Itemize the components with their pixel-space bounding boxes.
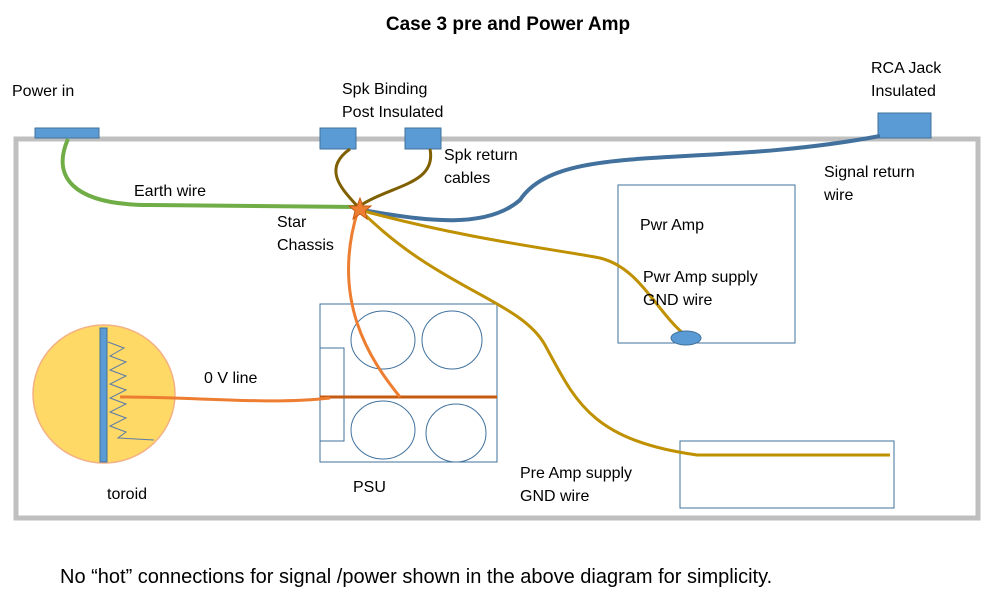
spk-binding-post-1 [319, 127, 357, 150]
psu-to-star-wire [347, 209, 402, 398]
pwr-amp-supply-label: Pwr Amp supply GND wire [643, 269, 762, 309]
earth-wire [60, 138, 359, 209]
star-chassis-point [347, 196, 373, 221]
power-in-label: Power in [12, 83, 74, 100]
chassis-outline [13, 136, 981, 521]
toroid-winding [107, 341, 155, 441]
pwr-amp-gnd-wire [359, 208, 686, 337]
signal-return-label-line1: Signal return [824, 164, 915, 181]
rca-jack-label-line1: RCA Jack [871, 60, 942, 77]
star-chassis-label-line2: Chassis [277, 237, 334, 254]
toroid-label: toroid [107, 486, 147, 503]
pwr-amp-supply-label-line2: GND wire [643, 292, 712, 309]
power-in-connector [34, 127, 100, 139]
toroid-transformer [32, 324, 176, 464]
star-chassis-label: Star Chassis [277, 214, 334, 254]
psu-label: PSU [353, 479, 386, 496]
psu-capacitor-3 [350, 400, 416, 460]
psu-block [319, 303, 498, 463]
pre-amp-supply-label-line1: Pre Amp supply [520, 465, 632, 482]
spk-return-cable-1 [334, 147, 360, 208]
pre-amp-supply-label-line2: GND wire [520, 488, 589, 505]
toroid-core [99, 327, 108, 463]
psu-rectifier [319, 347, 345, 442]
spk-binding-label-line1: Spk Binding [342, 81, 427, 98]
pwr-amp-gnd-point [670, 330, 702, 346]
spk-return-cable-2 [357, 148, 433, 209]
spk-return-label: Spk return cables [444, 147, 522, 187]
signal-return-label: Signal return wire [823, 164, 919, 204]
pre-amp-supply-label: Pre Amp supply GND wire [520, 465, 637, 505]
psu-capacitor-4 [425, 403, 487, 463]
spk-binding-label-line2: Post Insulated [342, 104, 443, 121]
diagram-title: Case 3 pre and Power Amp [386, 14, 630, 35]
star-chassis-label-line1: Star [277, 214, 307, 231]
pre-amp-box [679, 440, 895, 509]
earth-wire-label: Earth wire [134, 183, 206, 200]
rca-jack-label-line2: Insulated [871, 83, 936, 100]
pwr-amp-box [617, 184, 796, 344]
spk-binding-label: Spk Binding Post Insulated [342, 81, 443, 121]
signal-return-wire [359, 134, 881, 223]
spk-return-label-line2: cables [444, 170, 490, 187]
spk-return-label-line1: Spk return [444, 147, 518, 164]
signal-return-label-line2: wire [823, 187, 853, 204]
zero-v-line-wire [119, 395, 331, 403]
footnote: No “hot” connections for signal /power s… [60, 566, 772, 588]
pre-amp-gnd-wire [358, 208, 890, 457]
pwr-amp-label: Pwr Amp [640, 217, 704, 234]
psu-capacitor-2 [421, 310, 483, 370]
zero-v-line-label: 0 V line [204, 370, 257, 387]
rca-jack-label: RCA Jack Insulated [871, 60, 946, 100]
pwr-amp-supply-label-line1: Pwr Amp supply [643, 269, 758, 286]
rca-jack-connector [877, 112, 932, 139]
spk-binding-post-2 [404, 127, 442, 150]
psu-capacitor-1 [350, 310, 416, 370]
